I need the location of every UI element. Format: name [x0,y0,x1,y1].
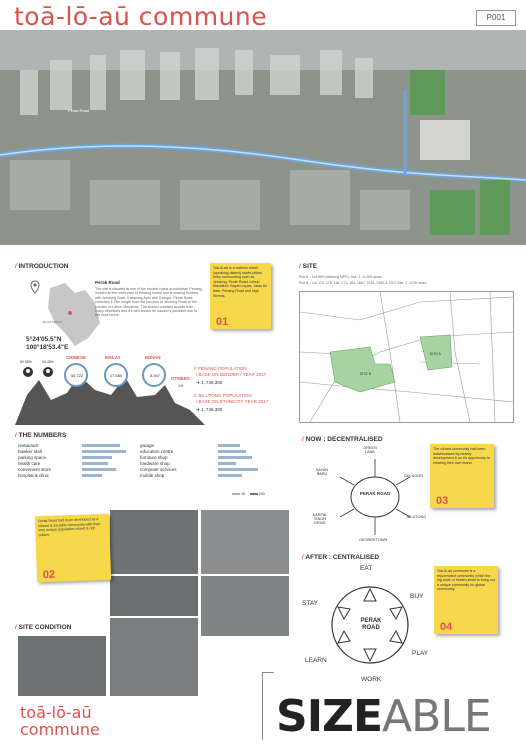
ethnic-value-malay: 17,580 [109,373,123,378]
coords-n: 5°24'05.5"N [26,336,62,343]
site-map: SITE B SITE A [299,291,514,423]
place-label: Perak Road [95,280,120,285]
numbers-right-bars [218,444,278,480]
plot-b: Plot B – Lot 172, 175, 166, 171, 184, 16… [299,281,427,285]
note-01-text: Toā-lō-aū is a hokkien street (speaking … [213,266,268,298]
site-b-label: SITE B [360,372,372,376]
site-condition-heading: / SITE CONDITION [15,624,72,631]
ethnic-rings [64,363,166,387]
photo-market-street [110,510,198,574]
ethnic-label-indian: INDIAN [145,355,161,360]
note-03-number: 03 [436,495,449,508]
photo-site-condition-2 [110,618,198,696]
photo-hawker-stalls [201,510,289,574]
node-stay: STAY [302,600,319,607]
note-02-text: Perak Road had been developed as a vibra… [37,517,101,537]
node-work: WORK [361,676,382,683]
page-title: toā-lō-aū commune [14,2,268,31]
node-eat: EAT [360,565,373,572]
node-green-lane: GREEN LANE [363,446,377,454]
plot-a: Plot A – Lot 969 (Jelutong MPP), Sek. 1 … [299,275,382,279]
brand-divider-top [262,672,274,673]
numbers-left-item: health care [18,461,41,466]
pop2-subtitle: / BASE ON ETHNICITY YEAR 2017 [196,399,269,404]
place-text: The site is situated at one of the busie… [95,287,203,318]
numbers-left-item: parking space [18,455,47,460]
brand-logo: SIZEABLE [276,691,492,742]
centralised-heading: / AFTER : CENTRALISED [302,554,380,561]
centralised-diagram [331,586,409,664]
photo-site-condition-1 [18,636,106,696]
note-04-number: 04 [440,621,453,634]
note-01: Toā-lō-aū is a hokkien street (speaking … [210,263,271,329]
numbers-left-item: hawker stall [18,449,42,454]
coords-e: 100°18'53.4"E [26,344,69,351]
site-heading: / SITE [299,263,318,270]
brand-divider [262,672,263,740]
ethnic-value-others: 1% [178,384,184,388]
numbers-right-item: education centre [140,449,174,454]
penang-map [48,283,100,346]
numbers-right-item: garage [140,443,155,448]
node-karpal-singh: KARPAL SINGH DRIVE [312,513,328,525]
sheet-code: P001 [476,10,516,26]
pop2-value: ➜ 1, 746,300 [196,407,223,412]
numbers-right-item: furniture shop [140,455,168,460]
aerial-photo: Perak Road [0,30,526,245]
numbers-left-item: convenient store [18,467,52,472]
pop2-title: // JELUTONG POPULATION [194,393,252,398]
numbers-heading: / THE NUMBERS [15,432,67,439]
decentralised-heading: / NOW : DECENTRALISED [302,436,383,443]
numbers-left-list: restaurant hawker stall parking space he… [18,443,78,479]
pop1-value: ➜ 1, 746,300 [196,380,223,385]
numbers-legend: 15 200 [232,492,265,496]
node-gelugor: GELUGOR [404,474,423,478]
introduction-heading: / INTRODUCTION [15,263,69,270]
node-learn: LEARN [305,657,327,664]
ethnic-label-others: OTHERS [171,376,190,381]
population-mountains [15,375,205,425]
footer-title: toā-lō-aū commune [20,703,100,739]
site-a-label: SITE A [430,352,441,356]
note-03-text: The vibrant community had been individua… [433,447,490,465]
gender-icons [23,367,53,377]
ethnic-label-chinese: CHINESE [66,355,87,360]
note-04: Toā-lō-aū commune is a rejuvenated commu… [434,566,498,634]
gender-pct-male: 49.45% [42,360,54,364]
numbers-right-list: garage education centre furniture shop h… [140,443,210,479]
site-map-lines [300,292,513,422]
note-03: The vibrant community had been individua… [430,444,494,508]
node-sayan-baru: SAYAN BARU [315,468,329,476]
note-01-number: 01 [216,316,229,329]
photo-street-view [110,576,198,616]
note-04-text: Toā-lō-aū commune is a rejuvenated commu… [437,569,495,592]
note-02-number: 02 [42,569,56,582]
numbers-left-item: hospital & clinic [18,473,50,478]
numbers-left-bars [82,444,130,480]
node-play: PLAY [412,650,429,657]
photo-shophouses [201,576,289,636]
node-jelutong: JELUTONG [406,515,427,519]
numbers-right-item: computer services [140,467,177,472]
ethnic-label-malay: MALAY [105,355,121,360]
numbers-right-item: mobile shop [140,473,165,478]
aerial-road-label: Perak Road [68,108,90,113]
map-label: JALAN PERAK [42,320,63,324]
decentralised-diagram [339,459,411,535]
decentralised-center: PERAK ROAD [359,491,391,496]
gender-pct-female: 50.55% [20,360,32,364]
centralised-center: PERAK ROAD [360,618,382,631]
aerial-texture [0,30,526,245]
numbers-right-item: hardware shop [140,461,170,466]
numbers-left-item: restaurant [18,443,39,448]
ethnic-value-indian: 8,547 [149,373,160,378]
pop1-title: // PENANG POPULATION [194,366,247,371]
ethnic-value-chinese: 50,722 [70,373,84,378]
note-02: Perak Road had been developed as a vibra… [34,513,112,583]
pop1-subtitle: / BASE ON GENDER / YEAR 2017 [196,372,267,377]
location-pin-icon [30,280,40,294]
node-georgetown: GEORGETOWN [359,538,388,542]
node-buy: BUY [410,593,424,600]
